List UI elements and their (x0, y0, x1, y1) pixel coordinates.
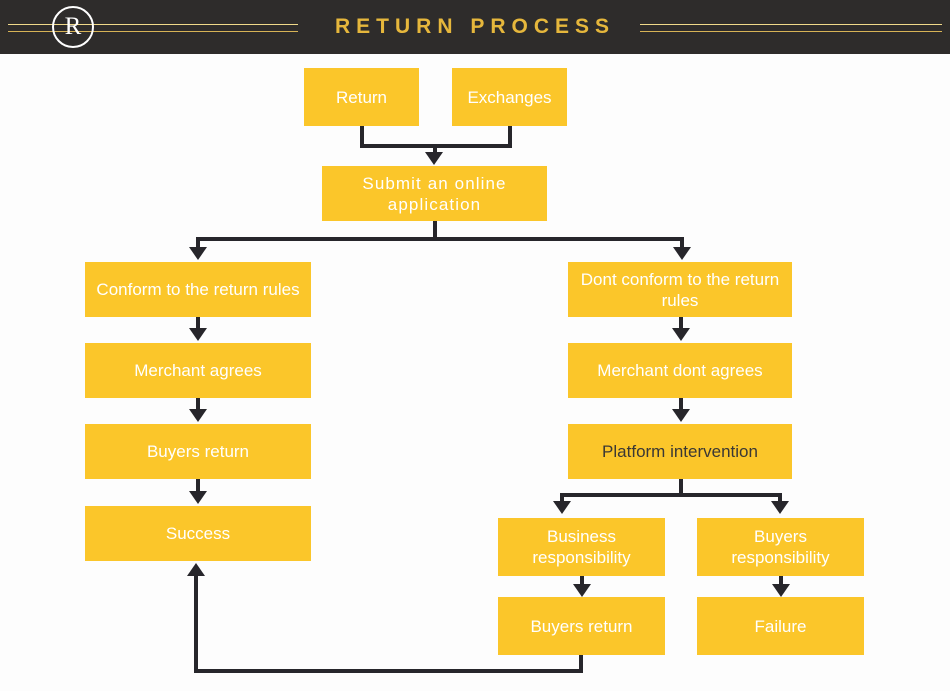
node-platform-intervention[interactable]: Platform intervention (568, 424, 792, 479)
node-exchanges[interactable]: Exchanges (452, 68, 567, 126)
node-failure[interactable]: Failure (697, 597, 864, 655)
edge-submit-stem (433, 221, 437, 241)
arrow-into-conform (189, 247, 207, 260)
page-title: RETURN PROCESS (334, 15, 616, 38)
node-buyers-responsibility[interactable]: Buyers responsibility (697, 518, 864, 576)
arrow-into-platform (672, 409, 690, 422)
edge-split-left-drop (196, 237, 200, 249)
edge-merchant-to-buyers (196, 398, 200, 411)
node-business-responsibility[interactable]: Business responsibility (498, 518, 665, 576)
edge-split-bar-platform (560, 493, 782, 497)
edge-platform-left-drop (560, 493, 564, 503)
edge-feedback-down (579, 655, 583, 673)
edge-return-down (360, 126, 364, 148)
node-dont-conform-to-return-rules[interactable]: Dont conform to the return rules (568, 262, 792, 317)
edge-merge-stem-top (433, 144, 437, 156)
edge-platform-right-drop (778, 493, 782, 503)
node-success[interactable]: Success (85, 506, 311, 561)
arrow-into-submit (425, 152, 443, 165)
edge-buyers-to-success (196, 479, 200, 493)
registered-logo-icon: R (52, 6, 94, 48)
node-merchant-agrees[interactable]: Merchant agrees (85, 343, 311, 398)
arrow-into-buyers-responsibility (771, 501, 789, 514)
arrow-into-dont-conform (673, 247, 691, 260)
node-return[interactable]: Return (304, 68, 419, 126)
header-rule-left-upper (8, 24, 298, 25)
edge-buyersresp-to-failure (779, 576, 783, 586)
edge-split-right-drop (680, 237, 684, 249)
arrow-into-buyers-return-left (189, 409, 207, 422)
node-buyers-return-left[interactable]: Buyers return (85, 424, 311, 479)
arrow-into-business-responsibility (553, 501, 571, 514)
header-rule-right-lower (640, 31, 942, 32)
edge-dontconform-to-merchantdont (679, 317, 683, 330)
node-submit-online-application[interactable]: Submit an online application (322, 166, 547, 221)
arrow-feedback-into-success (187, 563, 205, 576)
arrow-into-failure (772, 584, 790, 597)
arrow-into-success (189, 491, 207, 504)
arrow-into-merchant-agrees (189, 328, 207, 341)
arrow-into-merchant-dont-agrees (672, 328, 690, 341)
edge-exchanges-down (508, 126, 512, 148)
edge-business-to-buyersreturn (580, 576, 584, 586)
header-rule-left-lower (8, 31, 298, 32)
header-bar: R RETURN PROCESS (0, 0, 950, 54)
edge-split-bar-main (196, 237, 684, 241)
arrow-into-buyers-return-right (573, 584, 591, 597)
logo-letter: R (64, 13, 82, 40)
edge-feedback-across (194, 669, 583, 673)
node-merchant-dont-agrees[interactable]: Merchant dont agrees (568, 343, 792, 398)
edge-platform-stem (679, 479, 683, 496)
node-buyers-return-right[interactable]: Buyers return (498, 597, 665, 655)
node-conform-to-return-rules[interactable]: Conform to the return rules (85, 262, 311, 317)
edge-merchantdont-to-platform (679, 398, 683, 411)
header-rule-right-upper (640, 24, 942, 25)
edge-feedback-up (194, 576, 198, 669)
edge-conform-to-merchant (196, 317, 200, 330)
